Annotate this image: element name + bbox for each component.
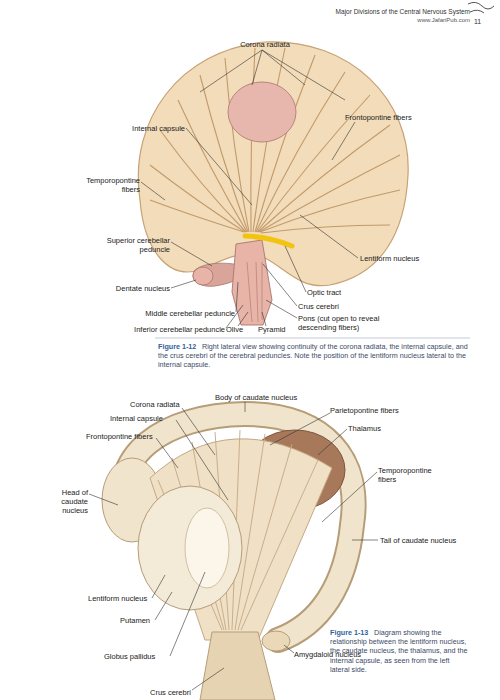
page-number: 11 bbox=[474, 17, 490, 26]
part-label: Globus pallidus bbox=[104, 652, 174, 661]
part-label: Tail of caudate nucleus bbox=[380, 536, 480, 545]
fiber bbox=[160, 130, 246, 232]
leader-line bbox=[332, 122, 355, 160]
part-label: Pyramid bbox=[258, 325, 288, 334]
descending-fibers bbox=[247, 262, 262, 322]
part-label: Lentiform nucleus bbox=[88, 594, 168, 603]
part-label: Head of caudate nucleus bbox=[36, 488, 88, 515]
leader-line bbox=[156, 438, 178, 468]
caption-rule bbox=[155, 338, 470, 339]
part-label: Superior cerebellar peduncle bbox=[95, 236, 170, 254]
leader-line bbox=[245, 402, 246, 412]
putamen bbox=[138, 486, 242, 610]
part-label: Middle cerebellar peduncle bbox=[120, 309, 235, 318]
nucleus-ball bbox=[228, 82, 296, 142]
part-label: Body of caudate nucleus bbox=[215, 393, 315, 402]
leader-line bbox=[171, 242, 212, 266]
part-label: Temporopontine fibers bbox=[80, 176, 140, 194]
part-label: Crus cerebri bbox=[150, 688, 210, 697]
part-label: Corona radiata bbox=[235, 40, 295, 49]
leader-line bbox=[152, 575, 165, 598]
leader-line bbox=[262, 50, 305, 85]
leader-line bbox=[270, 413, 330, 445]
amygdaloid-nucleus bbox=[262, 631, 290, 651]
part-label: Frontopontine fibers bbox=[86, 432, 166, 441]
corona-fibers bbox=[150, 48, 400, 233]
part-label: Internal capsule bbox=[100, 124, 185, 133]
publisher-logo bbox=[470, 10, 484, 13]
globus-pallidus bbox=[185, 508, 229, 588]
caudate-nucleus bbox=[123, 414, 354, 640]
leader-line bbox=[262, 312, 266, 326]
part-label: Corona radiata bbox=[130, 400, 200, 409]
caption-text: Diagram showing the relationship between… bbox=[330, 628, 470, 674]
publisher-logo bbox=[468, 2, 494, 9]
leader-line bbox=[200, 50, 262, 92]
fiber bbox=[258, 125, 390, 232]
part-label: Putamen bbox=[120, 616, 170, 625]
part-label: Temporopontine fibers bbox=[378, 466, 438, 484]
fiber bbox=[225, 58, 249, 232]
fiber bbox=[259, 155, 400, 232]
part-label: Inferior cerebellar peduncle bbox=[100, 325, 225, 334]
leader-line bbox=[300, 215, 358, 258]
leader-line bbox=[263, 264, 297, 306]
fiber bbox=[238, 444, 292, 630]
leader-line bbox=[170, 572, 205, 656]
leader-line bbox=[252, 50, 262, 85]
leader-line bbox=[284, 645, 294, 653]
part-label: Optic tract bbox=[307, 288, 367, 297]
fiber bbox=[241, 460, 318, 630]
part-label: Parietopontine fibers bbox=[330, 406, 420, 415]
fiber bbox=[260, 190, 400, 232]
leader-line bbox=[141, 182, 165, 200]
leader-line bbox=[262, 50, 345, 100]
leader-line bbox=[182, 408, 215, 455]
fiber bbox=[150, 165, 245, 232]
leader-line bbox=[322, 472, 377, 522]
leader-line bbox=[155, 592, 172, 620]
leader-line bbox=[192, 668, 224, 690]
leader-line bbox=[318, 429, 347, 455]
leader-lines bbox=[141, 50, 358, 328]
leader-line bbox=[171, 280, 196, 288]
caption-text: Right lateral view showing continuity of… bbox=[158, 342, 470, 370]
dentate-nucleus bbox=[193, 267, 213, 285]
part-label: Internal capsule bbox=[110, 414, 190, 423]
part-label: Pons (cut open to reveal descending fibe… bbox=[298, 314, 398, 332]
leader-line bbox=[352, 540, 378, 541]
part-label: Crus cerebri bbox=[298, 302, 358, 311]
fiber bbox=[261, 225, 390, 233]
fiber bbox=[150, 200, 244, 232]
leader-line bbox=[176, 420, 228, 500]
leader-line bbox=[89, 494, 118, 505]
leader-line bbox=[236, 282, 238, 312]
part-label: Olive bbox=[226, 325, 251, 334]
part-label: Frontopontine fibers bbox=[345, 113, 425, 122]
leader-line bbox=[285, 246, 306, 292]
part-label: Dentate nucleus bbox=[100, 284, 170, 293]
leader-line bbox=[266, 300, 297, 318]
leader-line bbox=[238, 312, 248, 326]
leader-line bbox=[186, 128, 252, 205]
watermark: www.JafariPub.com bbox=[400, 16, 470, 25]
caudate-outline bbox=[123, 414, 354, 640]
optic-tract bbox=[245, 236, 292, 246]
running-head: Major Divisions of the Central Nervous S… bbox=[290, 7, 470, 16]
part-label: Lentiform nucleus bbox=[360, 254, 440, 263]
hemisphere-outline bbox=[138, 42, 408, 286]
part-label: Thalamus bbox=[348, 424, 398, 433]
